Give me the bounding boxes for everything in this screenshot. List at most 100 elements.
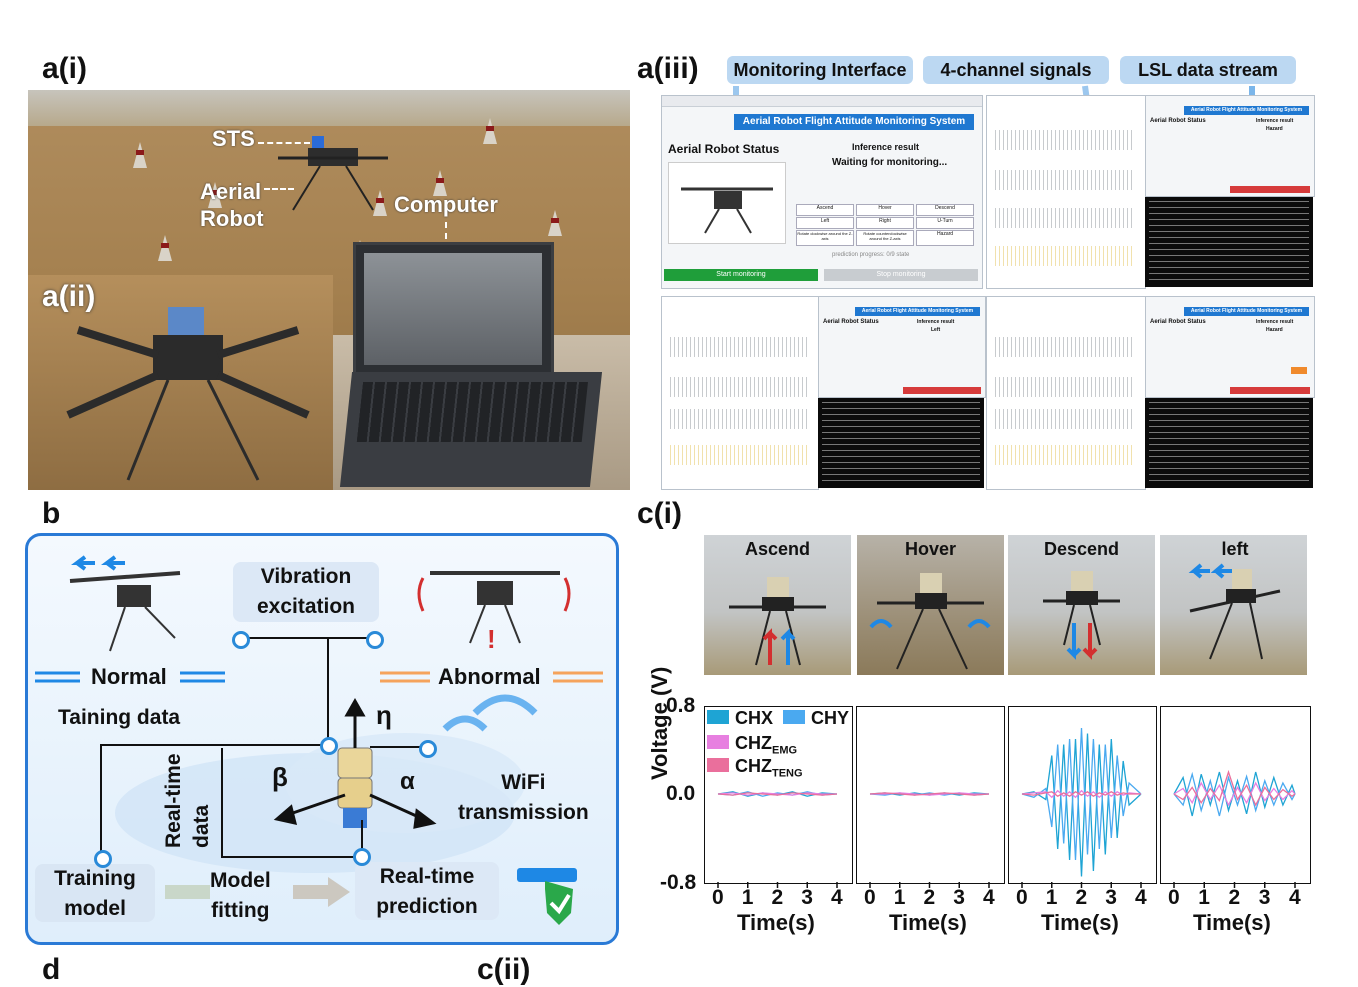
vibration-down-line bbox=[327, 638, 329, 744]
x-tick-label: 2 bbox=[771, 886, 784, 909]
legend-chz-teng-swatch bbox=[707, 758, 729, 772]
legend-chz-emg-swatch bbox=[707, 735, 729, 749]
series-chz-teng-hover bbox=[869, 792, 990, 796]
laptop-screen bbox=[353, 242, 554, 378]
x-tick-label: 4 bbox=[983, 886, 995, 909]
state-button-descend[interactable]: Descend bbox=[916, 204, 974, 216]
state-button-ascend[interactable]: Ascend bbox=[796, 204, 854, 216]
computer-pointer bbox=[445, 222, 447, 250]
stop-monitoring-button[interactable]: Stop monitoring bbox=[824, 269, 978, 281]
panel-label-a-iii: a(iii) bbox=[637, 52, 699, 85]
x-tick-label: 1 bbox=[893, 886, 906, 909]
console-bottom-right bbox=[1145, 398, 1313, 488]
status-window-2-inference-title: Inference result bbox=[917, 319, 955, 325]
x-axis-title-4: Time(s) bbox=[1193, 910, 1271, 935]
inset-drone-icon bbox=[66, 307, 310, 481]
realtime-prediction-label: Real-time prediction bbox=[355, 862, 499, 920]
photo-label-hover: Hover bbox=[904, 539, 957, 559]
series-chz-teng-left bbox=[1173, 769, 1296, 807]
descend-drone-icon bbox=[1043, 571, 1120, 660]
start-monitoring-button[interactable]: Start monitoring bbox=[664, 269, 818, 281]
state-button-right[interactable]: Right bbox=[856, 217, 914, 229]
realtime-bottom-line bbox=[221, 856, 361, 858]
main-window-progress: prediction progress: 0/9 state bbox=[832, 252, 910, 258]
computer-label: Computer bbox=[394, 192, 498, 217]
signal-window-top bbox=[986, 95, 1146, 289]
pipeline-background-art: ! bbox=[35, 555, 603, 925]
model-fitting-label: Model fitting bbox=[210, 869, 271, 922]
eta-symbol: η bbox=[376, 700, 392, 730]
x-tick-label: 2 bbox=[1075, 886, 1088, 909]
photo-label-descend: Descend bbox=[1043, 539, 1120, 559]
legend-chz-teng-label: CHZTENG bbox=[735, 756, 803, 780]
sts-label: STS bbox=[212, 126, 255, 151]
realtime-up-line bbox=[361, 820, 363, 856]
svg-text:!: ! bbox=[487, 624, 496, 654]
series-chz-emg-ascend bbox=[717, 792, 837, 796]
x-tick-label: 0 bbox=[864, 886, 876, 909]
panel-label-c-ii: c(ii) bbox=[477, 953, 531, 986]
tag-4-channel-signals: 4-channel signals bbox=[923, 56, 1109, 84]
vibration-excitation-label: Vibration excitation bbox=[233, 562, 379, 622]
aerial-robot-pointer bbox=[264, 188, 294, 190]
legend-chz-emg-sub: EMG bbox=[772, 744, 798, 757]
status-window-2-status-title: Aerial Robot Status bbox=[823, 319, 879, 325]
training-data-label: Taining data bbox=[58, 706, 181, 729]
state-button-rotate-cw[interactable]: Rotate clockwise around the Z-axis bbox=[796, 230, 854, 246]
main-window-state-grid: Ascend Hover Descend Left Right U-Turn R… bbox=[796, 204, 976, 250]
x-tick-label: 3 bbox=[1258, 886, 1271, 909]
console-top-right bbox=[1145, 197, 1313, 287]
abnormal-drone-icon: ! bbox=[417, 571, 571, 654]
state-button-uturn[interactable]: U-Turn bbox=[916, 217, 974, 229]
photo-label-ascend: Ascend bbox=[744, 539, 811, 559]
photo-ascend: Ascend bbox=[704, 535, 851, 675]
x-tick-label: 0 bbox=[1016, 886, 1028, 909]
series-chz-teng-descend bbox=[1021, 791, 1141, 797]
tag-monitoring-interface: Monitoring Interface bbox=[727, 56, 913, 84]
security-shield-icon bbox=[517, 868, 577, 925]
legend-chx-label: CHX bbox=[735, 708, 774, 728]
series-chy-left bbox=[1173, 771, 1296, 817]
left-drone-icon bbox=[1188, 563, 1281, 660]
status-window-1-status-title: Aerial Robot Status bbox=[1150, 118, 1206, 124]
legend-chz-emg-label: CHZEMG bbox=[735, 733, 797, 757]
x-tick-label: 4 bbox=[1135, 886, 1147, 909]
state-button-hazard[interactable]: Hazard bbox=[916, 230, 974, 246]
photo-label-left: left bbox=[1221, 539, 1249, 559]
x-tick-label: 1 bbox=[1045, 886, 1058, 909]
status-window-bottom-left: Aerial Robot Flight Attitude Monitoring … bbox=[818, 296, 986, 398]
wifi-connector-line bbox=[370, 746, 426, 748]
status-window-3-inference-value: Hazard bbox=[1266, 327, 1283, 333]
legend-chz-teng-name: CHZ bbox=[735, 756, 772, 776]
main-window-drone-image bbox=[668, 162, 786, 244]
field-photo: STS Aerial Robot Computer bbox=[28, 90, 630, 490]
legend-chy-swatch bbox=[783, 710, 805, 724]
state-button-left[interactable]: Left bbox=[796, 217, 854, 229]
series-chz-teng-ascend bbox=[717, 792, 838, 796]
inset-photo bbox=[28, 275, 333, 490]
field-drone-icon bbox=[278, 136, 388, 211]
abnormal-label: Abnormal bbox=[438, 664, 541, 689]
photo-left: left bbox=[1160, 535, 1307, 675]
panel-label-c-i: c(i) bbox=[637, 497, 682, 530]
y-tick-mid: 0.0 bbox=[666, 782, 696, 805]
state-button-rotate-ccw[interactable]: Rotate counterclockwise around the Z-axi… bbox=[856, 230, 914, 246]
status-window-top-right: Aerial Robot Flight Attitude Monitoring … bbox=[1145, 95, 1315, 197]
training-model-label: Training model bbox=[35, 864, 155, 922]
photo-hover: Hover bbox=[857, 535, 1004, 675]
series-chx-descend bbox=[1021, 733, 1142, 877]
state-button-hover[interactable]: Hover bbox=[856, 204, 914, 216]
x-tick-label: 1 bbox=[1198, 886, 1210, 909]
main-window-status-title: Aerial Robot Status bbox=[668, 142, 780, 156]
x-tick-label: 0 bbox=[712, 886, 724, 909]
x-tick-label: 0 bbox=[1168, 886, 1180, 909]
status-window-2-inference-value: Left bbox=[931, 327, 941, 333]
legend-chy-label: CHY bbox=[811, 708, 850, 728]
x-tick-label: 1 bbox=[741, 886, 754, 909]
y-tick-top: 0.8 bbox=[666, 694, 696, 717]
status-window-1-inference-title: Inference result bbox=[1256, 118, 1294, 124]
status-window-2-header: Aerial Robot Flight Attitude Monitoring … bbox=[855, 307, 980, 316]
ascend-drone-icon bbox=[729, 577, 826, 666]
normal-label: Normal bbox=[91, 664, 167, 689]
panel-label-b: b bbox=[42, 497, 61, 530]
